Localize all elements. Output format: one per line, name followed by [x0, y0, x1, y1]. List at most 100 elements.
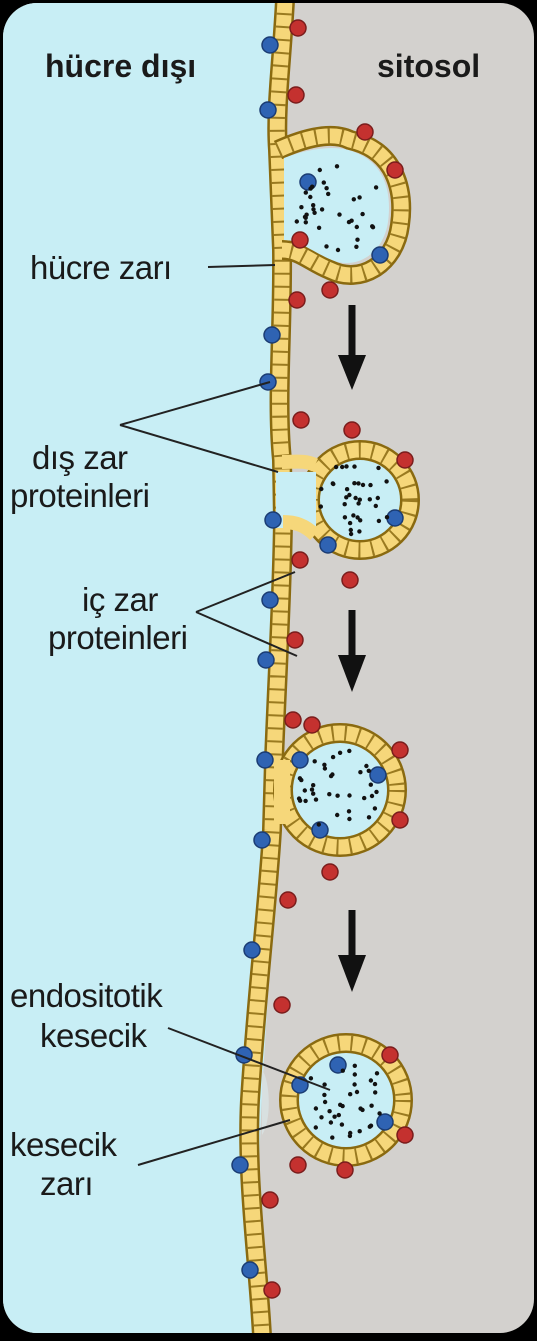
cargo-dot	[344, 464, 348, 468]
cargo-dot	[319, 504, 323, 508]
cargo-dot	[334, 465, 338, 469]
cargo-dot	[338, 1103, 342, 1107]
inner-protein	[292, 232, 308, 248]
inner-protein	[285, 712, 301, 728]
cargo-dot	[355, 1090, 359, 1094]
outer-protein	[260, 102, 276, 118]
cargo-dot	[323, 1100, 327, 1104]
outer-protein	[370, 767, 386, 783]
cargo-dot	[322, 763, 326, 767]
cargo-dot	[358, 770, 362, 774]
cargo-dot	[335, 794, 339, 798]
outer-protein	[242, 1262, 258, 1278]
cargo-dot	[352, 481, 356, 485]
inner-protein	[290, 20, 306, 36]
cargo-dot	[347, 809, 351, 813]
label-cell-membrane: hücre zarı	[30, 250, 172, 286]
cargo-dot	[329, 1120, 333, 1124]
cargo-dot	[331, 755, 335, 759]
outer-protein	[258, 652, 274, 668]
inner-protein	[262, 1192, 278, 1208]
label-outer-proteins-line2: proteinleri	[10, 478, 149, 514]
cargo-dot	[385, 515, 389, 519]
cargo-dot	[371, 225, 375, 229]
cargo-dot	[356, 481, 360, 485]
cargo-dot	[336, 248, 340, 252]
outer-protein	[262, 37, 278, 53]
cargo-dot	[303, 799, 307, 803]
cargo-dot	[353, 1072, 357, 1076]
cargo-dot	[324, 244, 328, 248]
cargo-dot	[345, 487, 349, 491]
cargo-dot	[330, 772, 334, 776]
cargo-dot	[368, 483, 372, 487]
inner-protein	[289, 292, 305, 308]
cargo-dot	[364, 764, 368, 768]
cargo-dot	[353, 1064, 357, 1068]
cargo-dot	[344, 495, 348, 499]
cargo-dot	[326, 192, 330, 196]
cargo-dot	[348, 1092, 352, 1096]
inner-protein	[344, 422, 360, 438]
inner-protein	[288, 87, 304, 103]
cargo-dot	[323, 766, 327, 770]
inner-protein	[287, 632, 303, 648]
outer-protein	[377, 1114, 393, 1130]
cargo-dot	[367, 769, 371, 773]
inner-protein	[322, 864, 338, 880]
cargo-dot	[340, 1122, 344, 1126]
cargo-dot	[374, 185, 378, 189]
label-inner-proteins-line1: iç zar	[82, 582, 158, 618]
cargo-dot	[322, 1082, 326, 1086]
inner-protein	[337, 1162, 353, 1178]
cargo-dot	[298, 776, 302, 780]
cargo-dot	[310, 185, 314, 189]
header-extracellular: hücre dışı	[45, 48, 196, 85]
cargo-dot	[373, 806, 377, 810]
cargo-dot	[299, 205, 303, 209]
cargo-dot	[304, 213, 308, 217]
label-inner-proteins-line2: proteinleri	[48, 620, 187, 656]
cargo-dot	[376, 466, 380, 470]
cargo-dot	[369, 1078, 373, 1082]
inner-protein	[392, 812, 408, 828]
inner-protein	[280, 892, 296, 908]
cargo-dot	[376, 496, 380, 500]
inner-protein	[357, 124, 373, 140]
cargo-dot	[331, 481, 335, 485]
cargo-dot	[324, 186, 328, 190]
inner-protein	[264, 1282, 280, 1298]
inner-protein	[274, 997, 290, 1013]
cargo-dot	[327, 1109, 331, 1113]
cargo-dot	[319, 487, 323, 491]
cargo-dot	[370, 794, 374, 798]
cargo-dot	[317, 226, 321, 230]
cargo-dot	[310, 787, 314, 791]
cargo-dot	[375, 1071, 379, 1075]
outer-protein	[262, 592, 278, 608]
header-cytosol: sitosol	[377, 48, 480, 85]
outer-protein	[372, 247, 388, 263]
outer-protein	[232, 1157, 248, 1173]
cargo-dot	[347, 749, 351, 753]
cargo-dot	[295, 219, 299, 223]
outer-protein	[257, 752, 273, 768]
cargo-dot	[297, 796, 301, 800]
cargo-dot	[358, 498, 362, 502]
cargo-dot	[343, 502, 347, 506]
cargo-dot	[349, 532, 353, 536]
outer-protein	[265, 512, 281, 528]
cargo-dot	[360, 212, 364, 216]
cargo-dot	[358, 1129, 362, 1133]
cargo-dot	[367, 815, 371, 819]
cargo-dot	[361, 483, 365, 487]
label-vesicle-membrane-line1: kesecik	[10, 1127, 117, 1163]
cargo-dot	[355, 238, 359, 242]
cargo-dot	[313, 759, 317, 763]
cargo-dot	[374, 790, 378, 794]
cargo-dot	[304, 190, 308, 194]
cargo-dot	[351, 513, 355, 517]
label-vesicle-line1: endositotik	[10, 978, 162, 1014]
cargo-dot	[309, 1076, 313, 1080]
cargo-dot	[311, 207, 315, 211]
